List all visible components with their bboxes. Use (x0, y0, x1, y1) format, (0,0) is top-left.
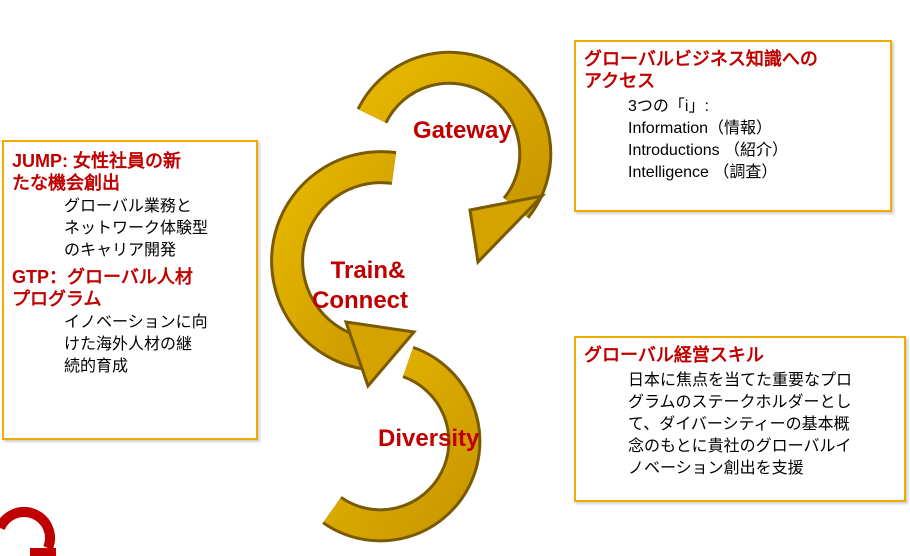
jump-body: グローバル業務と ネットワーク体験型 のキャリア開発 (12, 196, 250, 262)
global-skills-body-line2: グラムのステークホルダーとし (628, 394, 852, 411)
jump-body-line3: のキャリア開発 (64, 242, 177, 259)
gtp-body-line1: イノベーションに向 (64, 314, 208, 331)
train-connect-arrow (270, 150, 417, 389)
gateway-body-line3: Introductions （紹介） (628, 142, 789, 159)
stage-train-label-line1: Train& (330, 257, 406, 284)
jump-heading-line2: たな機会創出 (12, 173, 120, 193)
gateway-body: 3つの「i」: Information（情報） Introductions （紹… (584, 96, 884, 184)
jump-heading: JUMP: 女性社員の新 たな機会創出 (12, 150, 250, 194)
gateway-body-line1: 3つの「i」: (628, 98, 709, 115)
gateway-heading: グローバルビジネス知識への アクセス (584, 48, 884, 92)
global-skills-body-line4: 念のもとに貴社のグローバルイ (628, 438, 852, 455)
gtp-body-line2: けた海外人材の継 (64, 336, 193, 353)
gtp-heading: GTP：グローバル人材 プログラム (12, 266, 250, 310)
global-skills-body-line3: て、ダイバーシティーの基本概 (628, 416, 850, 433)
stage-diversity-label: Diversity (378, 425, 480, 452)
logo-icon (0, 507, 56, 556)
gtp-body-line3: 続的育成 (64, 358, 129, 375)
global-skills-heading: グローバル経営スキル (584, 345, 764, 365)
gateway-box: グローバルビジネス知識への アクセス 3つの「i」: Information（情… (574, 40, 892, 212)
gateway-body-line2: Information（情報） (628, 120, 773, 137)
jump-body-line2: ネットワーク体験型 (64, 220, 209, 237)
gtp-heading-line1: GTP：グローバル人材 (12, 267, 193, 287)
global-skills-body: 日本に焦点を当てた重要なプロ グラムのステークホルダーとし て、ダイバーシティー… (584, 370, 898, 480)
gateway-body-line4: Intelligence （調査） (628, 164, 778, 181)
stage-connect-label-line2: Connect (312, 287, 408, 314)
global-skills-box: グローバル経営スキル 日本に焦点を当てた重要なプロ グラムのステークホルダーとし… (574, 336, 906, 502)
jump-heading-line1: JUMP: 女性社員の新 (12, 151, 182, 171)
jump-gtp-box: JUMP: 女性社員の新 たな機会創出 グローバル業務と ネットワーク体験型 の… (2, 140, 258, 440)
global-skills-body-line1: 日本に焦点を当てた重要なプロ (628, 372, 853, 389)
gtp-body: イノベーションに向 けた海外人材の継 続的育成 (12, 312, 250, 378)
stage-train-connect-label: Train& Connect (312, 256, 408, 316)
diversity-arrow (322, 345, 482, 543)
gateway-heading-line2: アクセス (584, 71, 656, 91)
gtp-heading-line2: プログラム (12, 289, 102, 309)
gateway-arrow (356, 50, 553, 266)
global-skills-body-line5: ノベーション創出を支援 (628, 460, 804, 477)
gateway-heading-line1: グローバルビジネス知識への (584, 49, 818, 69)
stage-gateway-label: Gateway (413, 117, 512, 144)
jump-body-line1: グローバル業務と (64, 198, 192, 215)
